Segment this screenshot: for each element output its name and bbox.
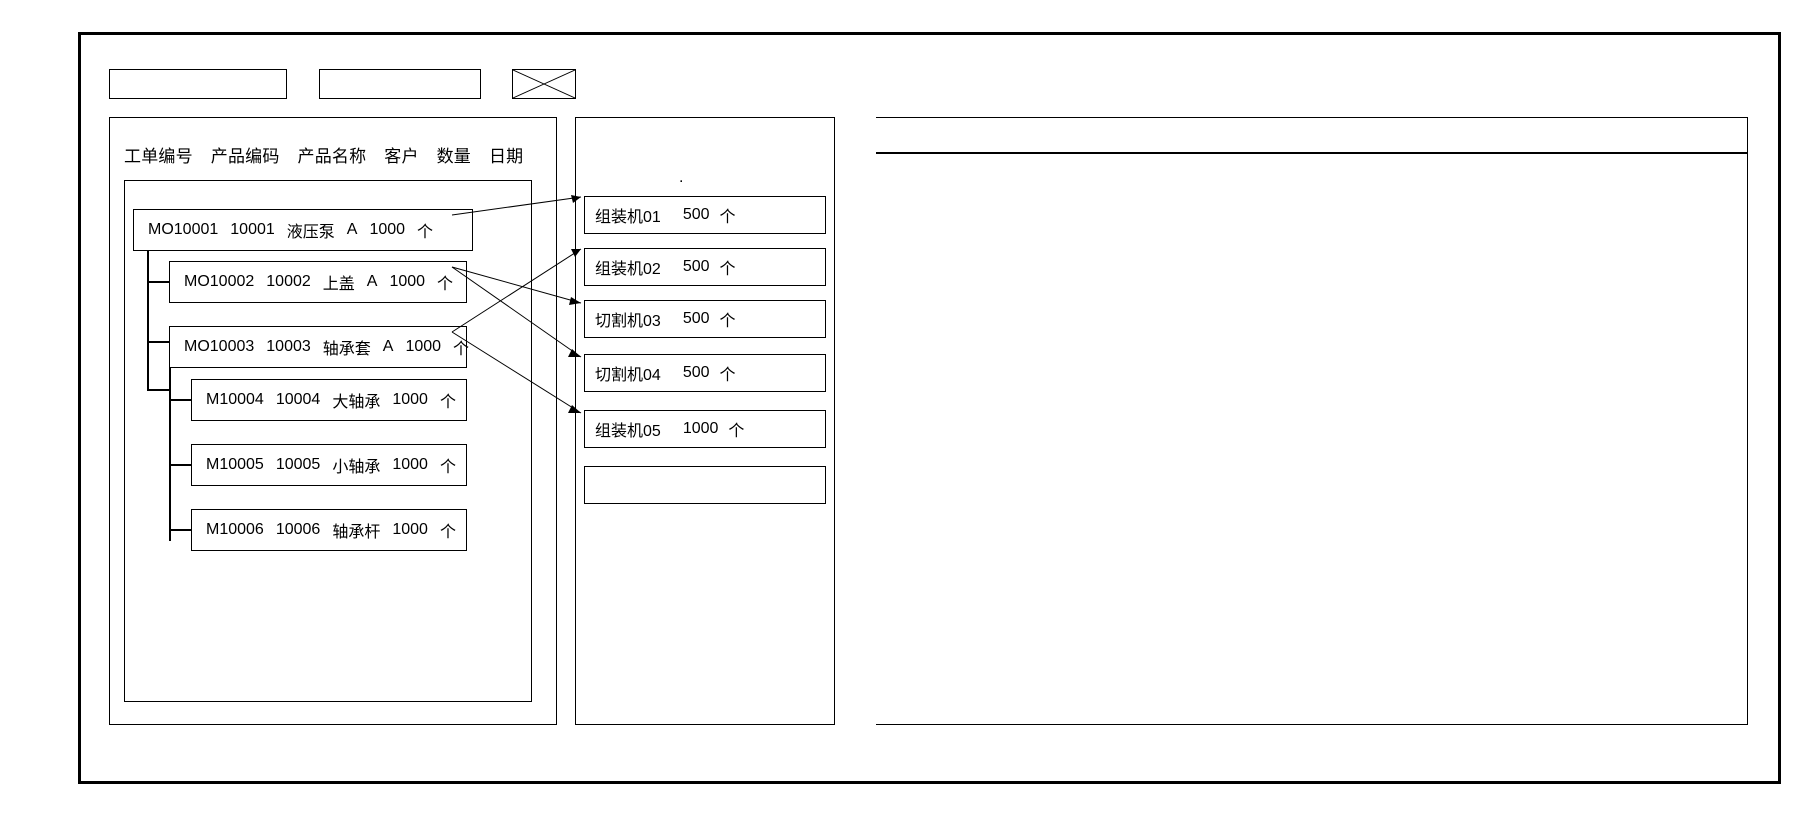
- table-row[interactable]: M10006 10006 轴承杆 1000 个: [191, 509, 467, 551]
- table-row[interactable]: MO10003 10003 轴承套 A 1000 个: [169, 326, 470, 368]
- machine-name: 组装机02: [595, 261, 661, 278]
- cell-product-name: 小轴承: [332, 459, 381, 476]
- cell-customer: A: [346, 221, 358, 238]
- machine-item[interactable]: 切割机03 500 个: [584, 300, 826, 338]
- cell-product-code: 10001: [230, 221, 275, 238]
- column-header-quantity: 数量: [436, 147, 471, 166]
- machine-name: 组装机01: [595, 209, 661, 226]
- cell-product-name: 液压泵: [286, 224, 335, 241]
- cell-unit: 个: [439, 524, 456, 541]
- machine-panel: . 组装机01 500 个 组装机02 500 个 切割机03 500 个 切割…: [575, 117, 835, 725]
- cell-order-no: MO10001: [148, 221, 219, 238]
- cell-order-no: M10004: [206, 391, 264, 408]
- cell-unit: 个: [439, 394, 456, 411]
- cell-order-no: M10006: [206, 521, 264, 538]
- table-row[interactable]: MO10002 10002 上盖 A 1000 个: [169, 261, 467, 303]
- cell-quantity: 1000: [369, 221, 406, 238]
- tree-connector: [147, 341, 169, 343]
- cell-product-name: 轴承套: [322, 341, 371, 358]
- cell-order-no: MO10002: [184, 273, 255, 290]
- work-order-tree: MO10001 10001 液压泵 A 1000 个 MO10002 10002…: [124, 180, 532, 702]
- cell-unit: 个: [453, 341, 470, 358]
- cell-product-name: 大轴承: [332, 394, 381, 411]
- table-row[interactable]: M10005 10005 小轴承 1000 个: [191, 444, 467, 486]
- machine-quantity: 500: [682, 310, 710, 327]
- machine-item[interactable]: 组装机02 500 个: [584, 248, 826, 286]
- machine-quantity: 500: [682, 364, 710, 381]
- cell-product-code: 10004: [275, 391, 321, 408]
- machine-item-empty[interactable]: [584, 466, 826, 504]
- cell-customer: A: [382, 338, 394, 355]
- cell-product-code: 10003: [266, 338, 311, 355]
- tree-connector: [147, 223, 149, 390]
- crossed-box-icon-glyph: [513, 70, 575, 98]
- cell-order-no: MO10003: [184, 338, 255, 355]
- crossed-box-icon[interactable]: [512, 69, 576, 99]
- work-order-column-headers: 工单编号 产品编码 产品名称 客户 数量 日期: [124, 142, 523, 167]
- tree-connector: [169, 399, 191, 401]
- column-header-product-name: 产品名称: [297, 147, 367, 166]
- tree-connector: [169, 363, 171, 541]
- tree-connector: [147, 281, 169, 283]
- cell-quantity: 1000: [392, 521, 428, 538]
- machine-quantity: 500: [682, 258, 710, 275]
- tree-connector: [169, 529, 191, 531]
- machine-unit: 个: [719, 313, 736, 330]
- cell-quantity: 1000: [405, 338, 442, 355]
- detail-panel-body: [876, 154, 1747, 724]
- column-header-customer: 客户: [384, 147, 419, 166]
- machine-unit: 个: [728, 423, 745, 440]
- machine-quantity: 500: [682, 206, 710, 223]
- cell-quantity: 1000: [389, 273, 426, 290]
- cell-customer: A: [366, 273, 378, 290]
- machine-unit: 个: [719, 209, 736, 226]
- machine-item[interactable]: 组装机01 500 个: [584, 196, 826, 234]
- detail-panel: [876, 117, 1748, 725]
- cell-product-code: 10005: [275, 456, 321, 473]
- machine-unit: 个: [719, 367, 736, 384]
- toolbar-field-2[interactable]: [319, 69, 481, 99]
- cell-quantity: 1000: [392, 456, 428, 473]
- table-row[interactable]: M10004 10004 大轴承 1000 个: [191, 379, 467, 421]
- cell-product-name: 轴承杆: [332, 524, 381, 541]
- machine-name: 切割机03: [595, 313, 661, 330]
- table-row[interactable]: MO10001 10001 液压泵 A 1000 个: [133, 209, 473, 251]
- machine-item[interactable]: 切割机04 500 个: [584, 354, 826, 392]
- cell-unit: 个: [417, 224, 434, 241]
- machine-quantity: 1000: [682, 420, 719, 437]
- cell-product-name: 上盖: [322, 276, 355, 293]
- column-header-order-no: 工单编号: [124, 147, 193, 166]
- detail-panel-divider: [876, 152, 1747, 154]
- cell-unit: 个: [437, 276, 454, 293]
- column-header-product-code: 产品编码: [210, 147, 280, 166]
- tree-connector: [169, 464, 191, 466]
- machine-name: 切割机04: [595, 367, 661, 384]
- tree-connector: [147, 389, 169, 391]
- machine-item[interactable]: 组装机05 1000 个: [584, 410, 826, 448]
- cell-order-no: M10005: [206, 456, 264, 473]
- machine-unit: 个: [719, 261, 736, 278]
- work-order-panel: 工单编号 产品编码 产品名称 客户 数量 日期 MO10001 10001 液压…: [109, 117, 557, 725]
- application-window: 工单编号 产品编码 产品名称 客户 数量 日期 MO10001 10001 液压…: [78, 32, 1781, 784]
- panel-marker: .: [679, 169, 684, 186]
- cell-unit: 个: [439, 459, 456, 476]
- cell-product-code: 10006: [275, 521, 321, 538]
- cell-product-code: 10002: [266, 273, 311, 290]
- cell-quantity: 1000: [392, 391, 428, 408]
- machine-name: 组装机05: [595, 423, 661, 440]
- toolbar-field-1[interactable]: [109, 69, 287, 99]
- detail-panel-header: [876, 118, 1747, 152]
- column-header-date: 日期: [488, 147, 524, 166]
